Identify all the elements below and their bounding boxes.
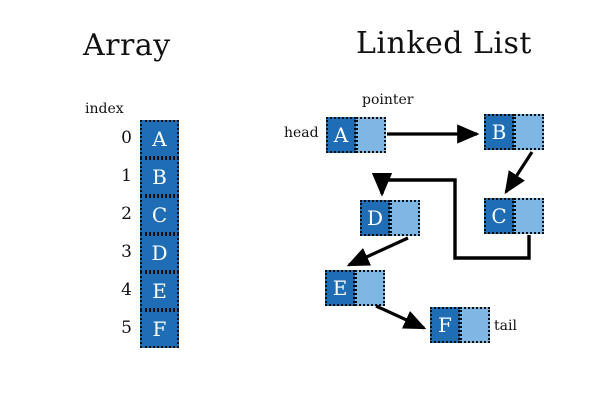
array-index-2: 2 (121, 204, 132, 224)
node-f-pointer-cell[interactable] (460, 307, 490, 343)
pointer-label: pointer (362, 92, 414, 108)
node-c-pointer-cell[interactable] (514, 198, 544, 234)
tail-label: tail (494, 318, 517, 334)
node-a-value: A (333, 123, 349, 147)
arrow-e-to-f (375, 304, 427, 330)
array-cell-4-value: E (152, 279, 167, 303)
array-cell-2[interactable]: C (140, 196, 179, 234)
node-a-pointer-cell[interactable] (356, 117, 386, 153)
node-c-data-cell[interactable]: C (484, 198, 514, 234)
array-index-4: 4 (121, 280, 132, 300)
node-e-data-cell[interactable]: E (325, 270, 355, 306)
array-index-3: 3 (121, 242, 132, 262)
array-title: Array (83, 28, 171, 63)
array-index-0: 0 (121, 128, 132, 148)
arrow-d-to-e (346, 236, 409, 267)
node-d-data-cell[interactable]: D (360, 200, 390, 236)
linked-list-title: Linked List (356, 26, 532, 61)
node-b-data-cell[interactable]: B (484, 114, 514, 150)
node-f-data-cell[interactable]: F (430, 307, 460, 343)
head-label: head (284, 125, 319, 141)
array-cell-5-value: F (152, 317, 167, 341)
node-e-pointer-cell[interactable] (355, 270, 385, 306)
node-e-value: E (332, 276, 348, 300)
array-index-5: 5 (121, 318, 132, 338)
array-cell-0-value: A (152, 127, 167, 151)
array-cell-4[interactable]: E (140, 272, 179, 310)
arrow-b-to-c (504, 151, 534, 195)
array-index-1: 1 (121, 166, 132, 186)
array-cell-5[interactable]: F (140, 310, 179, 348)
node-b-pointer-cell[interactable] (514, 114, 544, 150)
node-f-value: F (438, 313, 452, 337)
array-cell-1-value: B (152, 165, 167, 189)
node-d-value: D (366, 206, 384, 230)
array-cell-3-value: D (151, 241, 168, 265)
index-label: index (85, 101, 124, 117)
array-cell-1[interactable]: B (140, 158, 179, 196)
array-cell-3[interactable]: D (140, 234, 179, 272)
node-c-value: C (491, 204, 507, 228)
node-b-value: B (491, 120, 507, 144)
node-d-pointer-cell[interactable] (390, 200, 420, 236)
array-cell-2-value: C (151, 203, 168, 227)
array-cell-0[interactable]: A (140, 120, 179, 158)
node-a-data-cell[interactable]: A (326, 117, 356, 153)
